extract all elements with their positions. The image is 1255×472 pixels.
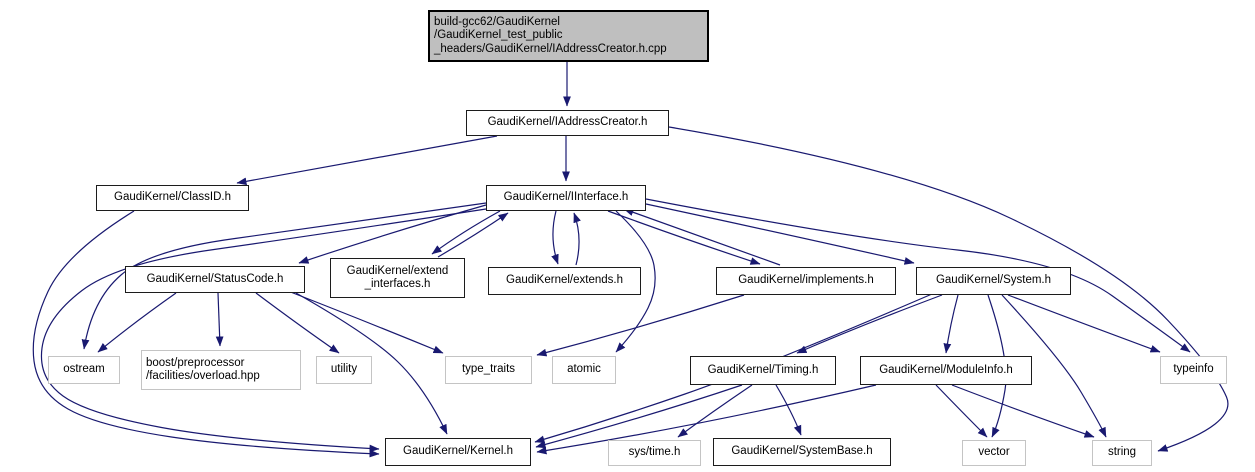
- node-statuscode[interactable]: GaudiKernel/StatusCode.h: [125, 266, 305, 293]
- edge-iinterface-extends: [551, 210, 559, 265]
- node-iaddr[interactable]: GaudiKernel/IAddressCreator.h: [466, 110, 669, 136]
- node-cpp: build-gcc62/GaudiKernel /GaudiKernel_tes…: [428, 10, 709, 62]
- edge-iinterface-statuscode: [298, 204, 487, 264]
- edge-moduleinfo-string: [951, 384, 1095, 438]
- node-classid[interactable]: GaudiKernel/ClassID.h: [96, 185, 249, 211]
- edge-iinterface-system: [645, 203, 915, 265]
- edge-implements-typetraits: [536, 294, 745, 357]
- node-systembase[interactable]: GaudiKernel/SystemBase.h: [713, 438, 891, 466]
- edge-system-moduleinfo: [943, 294, 959, 354]
- edge-timing-systime: [677, 384, 753, 438]
- node-moduleinfo[interactable]: GaudiKernel/ModuleInfo.h: [860, 356, 1032, 385]
- node-extendifaces[interactable]: GaudiKernel/extend _interfaces.h: [330, 258, 465, 298]
- node-timing[interactable]: GaudiKernel/Timing.h: [690, 356, 836, 385]
- edge-extends-iinterface: [573, 212, 581, 266]
- edge-iinterface-extendifaces: [431, 210, 501, 255]
- node-vector: vector: [962, 440, 1026, 466]
- node-atomic: atomic: [552, 356, 616, 384]
- edge-implements-iinterface: [623, 208, 781, 266]
- node-systime: sys/time.h: [608, 440, 701, 466]
- node-system[interactable]: GaudiKernel/System.h: [916, 267, 1071, 295]
- edge-system-typeinfo: [1007, 294, 1161, 353]
- node-extends[interactable]: GaudiKernel/extends.h: [488, 267, 641, 295]
- node-string: string: [1092, 440, 1152, 466]
- edge-moduleinfo-vector: [935, 384, 988, 438]
- node-iinterface[interactable]: GaudiKernel/IInterface.h: [486, 185, 646, 211]
- node-kernel[interactable]: GaudiKernel/Kernel.h: [385, 438, 531, 466]
- edge-iinterface-implements: [607, 210, 761, 265]
- node-ostream: ostream: [48, 356, 120, 384]
- node-typetraits: type_traits: [445, 356, 532, 384]
- node-boost: boost/preprocessor /facilities/overload.…: [141, 350, 301, 390]
- edge-system-timing: [796, 294, 943, 354]
- edge-timing-systembase: [775, 384, 802, 436]
- edge-iinterface-kernel: [40, 208, 487, 453]
- edge-extendifaces-iinterface: [437, 212, 509, 258]
- edge-statuscode-typetraits: [287, 290, 444, 354]
- edge-iaddr-classid: [236, 135, 498, 186]
- edge-statuscode-boost: [215, 292, 224, 347]
- edge-statuscode-ostream: [97, 292, 177, 353]
- edge-classid-kernel: [32, 210, 380, 458]
- node-typeinfo: typeinfo: [1160, 356, 1227, 384]
- edge-statuscode-utility: [255, 292, 340, 354]
- node-implements[interactable]: GaudiKernel/implements.h: [716, 267, 896, 295]
- edge-timing-kernel: [535, 384, 743, 449]
- node-utility: utility: [316, 356, 372, 384]
